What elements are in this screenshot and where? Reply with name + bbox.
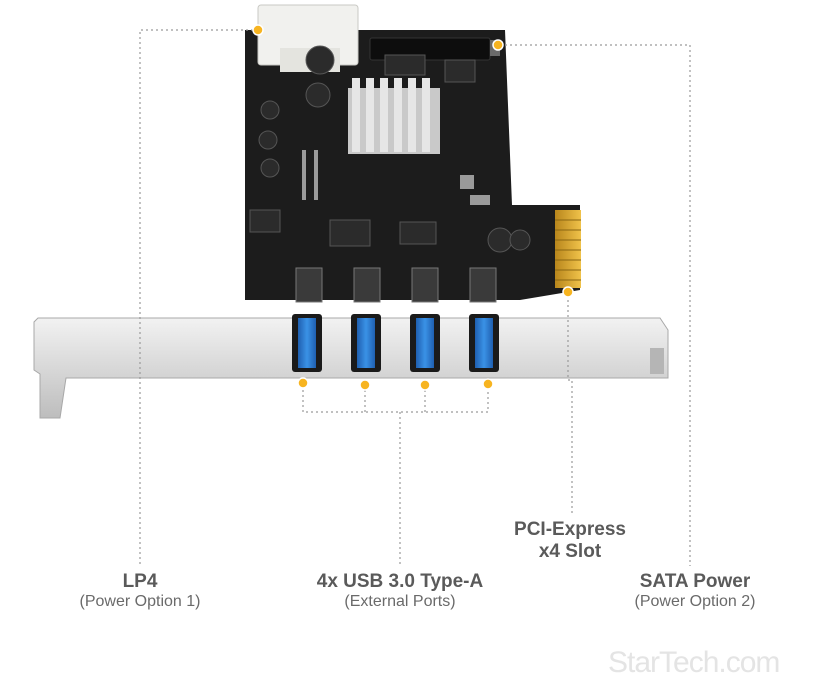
leader-lines — [139, 29, 691, 566]
dot-lp4 — [252, 24, 264, 36]
board-markings — [302, 150, 490, 205]
startech-watermark: StarTech.com — [608, 646, 780, 679]
heatsink — [348, 78, 440, 154]
callout-usb-subtitle: (External Ports) — [344, 592, 456, 610]
gold-finger-lines — [555, 219, 581, 281]
dot-usb-2 — [359, 379, 371, 391]
callout-pcie: PCI-Express x4 Slot — [490, 519, 650, 563]
dot-sata — [492, 39, 504, 51]
leader-lp4 — [139, 29, 258, 566]
dot-usb-4 — [482, 378, 494, 390]
callout-sata-title: SATA Power — [639, 571, 751, 592]
usb-port-2 — [351, 314, 381, 372]
leader-usb-bracket — [302, 385, 489, 413]
dot-usb-3 — [419, 379, 431, 391]
usb-housings — [295, 267, 497, 303]
callout-pcie-line2: x4 Slot — [538, 540, 602, 562]
callout-lp4-subtitle: (Power Option 1) — [79, 592, 201, 610]
leader-sata — [500, 44, 691, 566]
callout-lp4: LP4 (Power Option 1) — [60, 571, 220, 611]
usb-port-1 — [292, 314, 322, 372]
dot-usb-1 — [297, 377, 309, 389]
leader-pcie — [567, 290, 573, 514]
usb-ports — [292, 314, 499, 372]
dot-pcie — [562, 286, 574, 298]
usb-port-3 — [410, 314, 440, 372]
board-components — [249, 45, 531, 253]
callout-usb: 4x USB 3.0 Type-A (External Ports) — [290, 571, 510, 611]
pcie-gold-fingers — [555, 210, 581, 288]
callout-usb-title: 4x USB 3.0 Type-A — [316, 571, 484, 592]
bracket-tab — [650, 348, 664, 374]
usb-port-4 — [469, 314, 499, 372]
callout-dots — [252, 24, 574, 391]
callout-sata-subtitle: (Power Option 2) — [634, 592, 756, 610]
pcb-board — [245, 4, 581, 303]
callout-lp4-title: LP4 — [122, 571, 158, 592]
callout-sata: SATA Power (Power Option 2) — [610, 571, 780, 611]
callout-pcie-line1: PCI-Express — [514, 519, 626, 540]
